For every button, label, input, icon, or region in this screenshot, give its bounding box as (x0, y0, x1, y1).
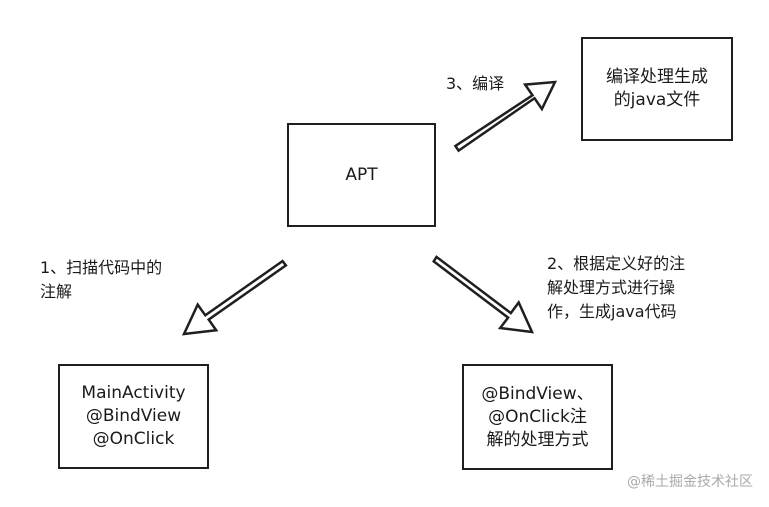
edge-label-scan: 1、扫描代码中的 注解 (40, 256, 162, 304)
edge-label-generate: 2、根据定义好的注 解处理方式进行操 作，生成java代码 (547, 252, 685, 324)
arrow-scan (181, 259, 288, 336)
source-node-line-1: MainActivity (81, 383, 186, 403)
handler-node-line-3: 解的处理方式 (486, 429, 589, 450)
handler-node-line-2: @OnClick注 (488, 406, 587, 427)
edge-label-generate-line-1: 2、根据定义好的注 (547, 254, 686, 273)
source-node-line-2: @BindView (85, 406, 182, 426)
edge-label-scan-line-1: 1、扫描代码中的 (40, 258, 163, 277)
source-node: MainActivity @BindView @OnClick (58, 364, 209, 469)
edge-label-generate-line-2: 解处理方式进行操 (547, 278, 676, 297)
arrow-generate (432, 255, 535, 334)
output-node-line-1: 编译处理生成 (606, 67, 708, 87)
handler-node-line-1: @BindView、 (481, 383, 594, 404)
edge-label-compile: 3、编译 (446, 72, 504, 96)
edge-label-compile-line-1: 3、编译 (446, 74, 505, 93)
watermark: @稀土掘金技术社区 (627, 474, 753, 490)
output-node: 编译处理生成 的java文件 (581, 37, 733, 141)
apt-node-text: APT (345, 164, 378, 185)
output-node-line-2: 的java文件 (613, 90, 701, 110)
handler-node: @BindView、 @OnClick注 解的处理方式 (462, 364, 613, 470)
edge-label-generate-line-3: 作，生成java代码 (547, 302, 677, 321)
apt-node: APT (287, 123, 436, 227)
edge-label-scan-line-2: 注解 (40, 282, 73, 301)
source-node-line-3: @OnClick (92, 429, 175, 449)
arrow-compile (453, 80, 558, 153)
